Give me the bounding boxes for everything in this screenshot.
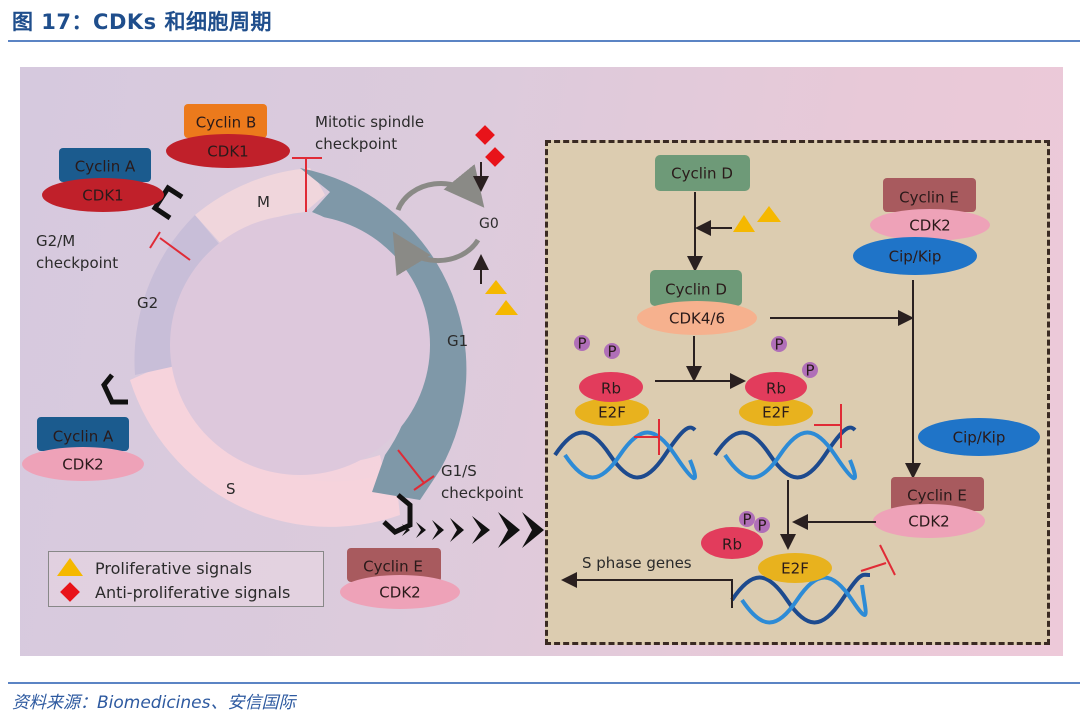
g0-loop bbox=[392, 164, 485, 277]
legend-label: Anti-proliferative signals bbox=[95, 582, 291, 602]
svg-text:Rb: Rb bbox=[766, 380, 786, 398]
cyclin-a-cdk1-complex: Cyclin A CDK1 bbox=[42, 148, 164, 212]
mitotic-checkpoint-label-2: checkpoint bbox=[315, 135, 397, 153]
svg-text:P: P bbox=[805, 362, 814, 380]
source-divider bbox=[8, 682, 1080, 684]
legend-label: Proliferative signals bbox=[95, 558, 252, 578]
cyclin-d-cdk46-complex: Cyclin D CDK4/6 bbox=[637, 270, 757, 335]
g2m-checkpoint-inhibitor bbox=[149, 231, 191, 261]
proliferative-triangle-icon bbox=[733, 215, 755, 232]
proliferative-triangle-icon bbox=[757, 206, 781, 222]
svg-text:P: P bbox=[774, 336, 783, 354]
svg-text:Cyclin E: Cyclin E bbox=[899, 189, 959, 207]
svg-text:CDK2: CDK2 bbox=[908, 513, 949, 531]
cycle-inner-circle bbox=[170, 215, 430, 475]
phosphate-group: P P P bbox=[574, 335, 787, 361]
g2m-checkpoint-label-1: G2/M bbox=[36, 232, 75, 250]
svg-text:Cip/Kip: Cip/Kip bbox=[889, 248, 942, 266]
cyclin-e-label: Cyclin E bbox=[363, 558, 423, 576]
rb-e2f-dna-unphosphorylated: E2F Rb bbox=[553, 372, 697, 481]
anti-proliferative-diamond-icon bbox=[485, 147, 505, 167]
rb-e2f-dna-partially-phosphorylated: E2F Rb P bbox=[713, 362, 857, 481]
m-phase-arc bbox=[195, 168, 325, 245]
g2-phase-arc bbox=[134, 215, 220, 375]
svg-text:CDK2: CDK2 bbox=[909, 217, 950, 235]
svg-text:P: P bbox=[757, 517, 766, 535]
svg-text:E2F: E2F bbox=[781, 560, 809, 578]
s-phase-genes-arrow bbox=[561, 572, 733, 608]
g1s-checkpoint-label-2: checkpoint bbox=[441, 484, 523, 502]
cdk1-label: CDK1 bbox=[207, 143, 248, 161]
svg-text:Cyclin D: Cyclin D bbox=[665, 281, 727, 299]
svg-text:Cyclin D: Cyclin D bbox=[671, 165, 733, 183]
cip-kip-free: Cip/Kip bbox=[918, 418, 1040, 456]
svg-text:E2F: E2F bbox=[598, 404, 626, 422]
proliferative-triangle-icon bbox=[485, 280, 507, 294]
g0-label: G0 bbox=[479, 216, 499, 232]
cyclin-a-label: Cyclin A bbox=[53, 428, 114, 446]
red-diamond-icon bbox=[60, 582, 80, 602]
phase-label-g1: G1 bbox=[447, 332, 468, 350]
cdk1-label: CDK1 bbox=[82, 187, 123, 205]
svg-text:Rb: Rb bbox=[601, 380, 621, 398]
svg-text:P: P bbox=[607, 343, 616, 361]
legend-item-proliferative: Proliferative signals bbox=[57, 558, 252, 578]
yellow-triangle-icon bbox=[57, 558, 83, 576]
g1s-checkpoint-inhibitor bbox=[397, 449, 435, 491]
chevron-arrows-icon bbox=[402, 512, 544, 548]
source-note: 资料来源：Biomedicines、安信国际 bbox=[12, 693, 296, 713]
cyclin-e-cdk2-cipkip-complex: Cyclin E CDK2 Cip/Kip bbox=[853, 178, 990, 275]
svg-text:P: P bbox=[577, 335, 586, 353]
svg-text:Cyclin E: Cyclin E bbox=[907, 487, 967, 505]
mitotic-checkpoint-label-1: Mitotic spindle bbox=[315, 113, 424, 131]
cyclin-b-label: Cyclin B bbox=[196, 114, 257, 132]
cyclin-a-cdk2-connector-icon bbox=[101, 373, 128, 405]
cyclin-b-cdk1-complex: Cyclin B CDK1 bbox=[166, 104, 290, 168]
svg-text:Rb: Rb bbox=[722, 536, 742, 554]
legend-item-anti-proliferative: Anti-proliferative signals bbox=[57, 582, 290, 602]
mitotic-checkpoint-inhibitor bbox=[292, 157, 322, 212]
s-phase-genes-label: S phase genes bbox=[582, 554, 692, 572]
proliferative-triangle-icon bbox=[495, 300, 518, 315]
cyclin-e-cdk2-active-complex: Cyclin E CDK2 bbox=[873, 477, 985, 538]
anti-proliferative-diamond-icon bbox=[475, 125, 495, 145]
g1s-checkpoint-label-1: G1/S bbox=[441, 462, 477, 480]
cdk2-label: CDK2 bbox=[379, 584, 420, 602]
title-divider bbox=[8, 40, 1080, 42]
cyclin-a-cdk2-complex: Cyclin A CDK2 bbox=[22, 417, 144, 481]
svg-text:P: P bbox=[742, 511, 751, 529]
legend: Proliferative signals Anti-proliferative… bbox=[48, 551, 324, 607]
phase-label-m: M bbox=[257, 193, 270, 211]
cdk2-label: CDK2 bbox=[62, 456, 103, 474]
svg-text:E2F: E2F bbox=[762, 404, 790, 422]
cyclin-e-cdk2-complex: Cyclin E CDK2 bbox=[340, 548, 460, 609]
cyclin-d-box: Cyclin D bbox=[655, 155, 750, 191]
g2m-checkpoint-label-2: checkpoint bbox=[36, 254, 118, 272]
figure-title: 图 17：CDKs 和细胞周期 bbox=[12, 10, 272, 34]
svg-text:CDK4/6: CDK4/6 bbox=[669, 310, 725, 328]
cyclin-e-cdk2-connector-icon bbox=[382, 493, 413, 535]
cyclin-a-label: Cyclin A bbox=[75, 158, 136, 176]
phase-label-s: S bbox=[226, 480, 236, 498]
e2f-active-dna: E2F Rb P P bbox=[701, 511, 896, 625]
phase-label-g2: G2 bbox=[137, 294, 158, 312]
svg-text:Cip/Kip: Cip/Kip bbox=[953, 429, 1006, 447]
